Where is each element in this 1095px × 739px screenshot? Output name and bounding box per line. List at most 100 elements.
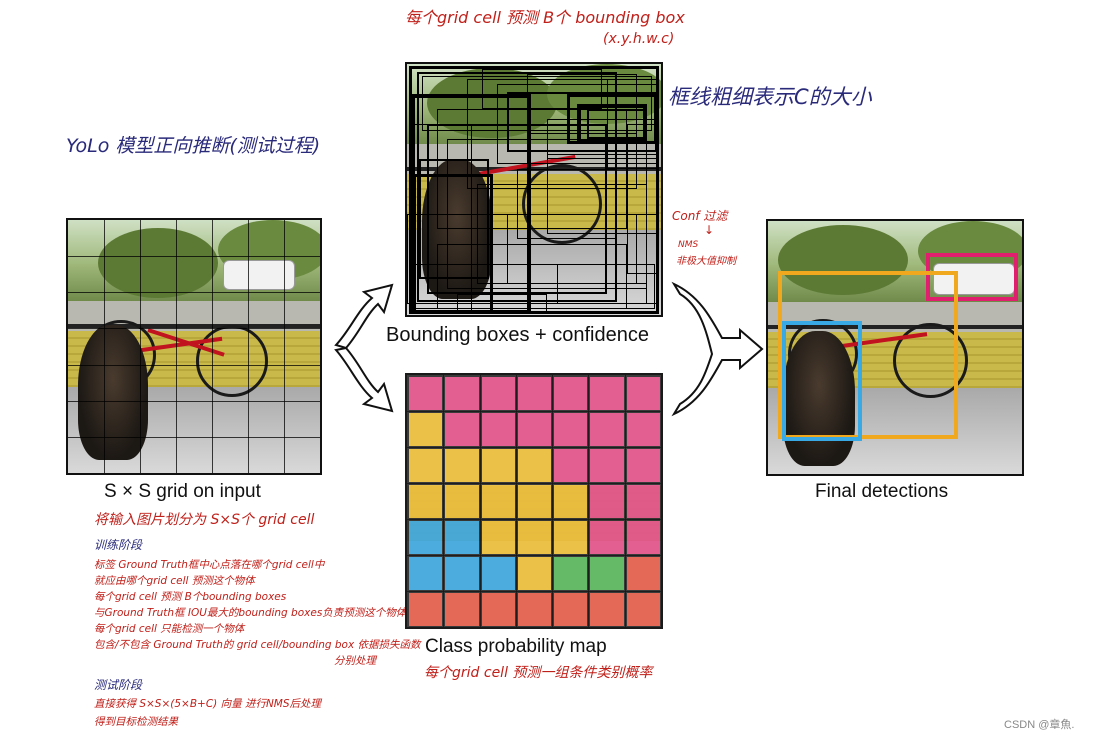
class-cell-red	[515, 591, 554, 627]
class-probability-image	[405, 373, 663, 629]
testing-heading: 测试阶段	[94, 678, 143, 692]
training-heading: 训练阶段	[94, 538, 143, 552]
arrow-to-final	[671, 281, 764, 417]
grid-line	[248, 220, 249, 473]
scene-tree	[98, 228, 218, 298]
bounding-boxes-image	[405, 62, 663, 317]
class-cell-yellow	[515, 519, 554, 556]
predicted-box	[627, 124, 657, 274]
grid-line	[284, 220, 285, 473]
grid-line	[212, 220, 213, 473]
class-cell-pink	[443, 375, 481, 412]
class-grid	[407, 375, 661, 627]
scene-car	[223, 260, 295, 290]
conf-note-line2: NMS	[678, 240, 699, 250]
class-cell-pink	[624, 411, 661, 448]
arrow-grid-to-bbox	[334, 283, 394, 350]
class-cell-blue	[443, 519, 481, 556]
predicted-box	[557, 264, 647, 304]
class-cell-yellow	[552, 483, 590, 520]
class-cell-blue	[407, 555, 445, 592]
predicted-box	[419, 159, 489, 279]
predicted-box	[427, 124, 607, 294]
scene-wheel	[196, 325, 268, 397]
grid-line	[104, 220, 105, 473]
class-cell-red	[624, 591, 661, 627]
class-cell-red	[624, 555, 661, 592]
conf-note-arrow: ↓	[704, 223, 715, 237]
note-line: 得到目标检测结果	[94, 716, 178, 728]
training-notes: 标签 Ground Truth框中心点落在哪个grid cell中就应由哪个gr…	[94, 557, 424, 669]
class-cell-yellow	[479, 447, 517, 484]
class-cell-pink	[624, 519, 661, 556]
note-line: 分别处理	[334, 655, 376, 667]
scene-tree	[778, 225, 908, 295]
class-cell-pink	[588, 483, 626, 520]
grid-line	[68, 256, 320, 258]
grid-line	[68, 328, 320, 330]
note-line: 包含/不包含 Ground Truth的 grid cell/bounding …	[94, 639, 421, 651]
grid-line	[68, 364, 320, 366]
note-line: 每个grid cell 预测 B个bounding boxes	[94, 591, 287, 603]
class-cell-yellow	[407, 411, 445, 448]
predicted-box	[437, 244, 627, 309]
class-cell-red	[588, 591, 626, 627]
final-detections-image	[766, 219, 1024, 476]
left-title: YoLo 模型正向推断(测试过程)	[66, 135, 321, 157]
predicted-box	[457, 294, 547, 314]
note-line: 直接获得 S×S×(5×B+C) 向量 进行NMS后处理	[94, 698, 322, 710]
note-line: 标签 Ground Truth框中心点落在哪个grid cell中	[94, 559, 325, 571]
class-cell-red	[552, 591, 590, 627]
class-cell-yellow	[407, 483, 445, 520]
note-line: 与Ground Truth框 IOU最大的bounding boxes负责预测这…	[94, 607, 407, 619]
grid-line	[140, 220, 141, 473]
arrow-grid-to-classmap	[334, 346, 394, 413]
class-cell-pink	[552, 375, 590, 412]
class-cell-blue	[479, 555, 517, 592]
caption-bbox: Bounding boxes + confidence	[386, 324, 649, 346]
right-top-note: 框线粗细表示C的大小	[668, 85, 872, 109]
predicted-box	[482, 69, 602, 109]
classmap-note: 每个grid cell 预测一组条件类别概率	[424, 665, 653, 681]
class-cell-pink	[588, 411, 626, 448]
predicted-box	[507, 214, 637, 284]
class-cell-green	[552, 555, 590, 592]
scene-rail	[68, 323, 320, 328]
predicted-box	[412, 124, 472, 314]
class-cell-pink	[443, 411, 481, 448]
bounding-box-overlay	[407, 64, 661, 315]
predicted-box	[467, 79, 637, 189]
class-cell-red	[479, 591, 517, 627]
scene-wheel	[522, 164, 602, 244]
predicted-box	[517, 169, 617, 239]
grid-line	[68, 292, 320, 294]
caption-classmap: Class probability map	[425, 636, 607, 657]
class-cell-yellow	[407, 447, 445, 484]
grid-line	[68, 436, 320, 438]
scene-rail	[768, 324, 1022, 329]
class-cell-red	[407, 591, 445, 627]
conf-note-line3: 非极大值抑制	[676, 256, 736, 267]
scene-dog	[422, 159, 492, 299]
top-note-line2: (x.y.h.w.c)	[603, 31, 675, 47]
top-note-line1: 每个grid cell 预测 B个 bounding box	[405, 8, 685, 27]
class-cell-pink	[624, 483, 661, 520]
class-cell-blue	[443, 555, 481, 592]
note-line: 每个grid cell 只能检测一个物体	[94, 623, 245, 635]
scene-rail	[407, 166, 661, 171]
note-line: 就应由哪个grid cell 预测这个物体	[94, 575, 255, 587]
grid-line	[68, 400, 320, 402]
class-cell-pink	[624, 447, 661, 484]
predicted-box	[437, 109, 627, 229]
scene-wheel	[893, 323, 968, 398]
class-cell-pink	[407, 375, 445, 412]
grid-line	[176, 220, 177, 473]
predicted-box	[409, 66, 659, 314]
class-cell-yellow	[515, 483, 554, 520]
caption-final: Final detections	[815, 481, 949, 502]
testing-notes: 直接获得 S×S×(5×B+C) 向量 进行NMS后处理得到目标检测结果	[94, 695, 424, 731]
watermark: CSDN @章魚.	[1004, 719, 1075, 731]
class-cell-red	[443, 591, 481, 627]
grid-note: 将输入图片划分为 S×S个 grid cell	[94, 512, 315, 528]
